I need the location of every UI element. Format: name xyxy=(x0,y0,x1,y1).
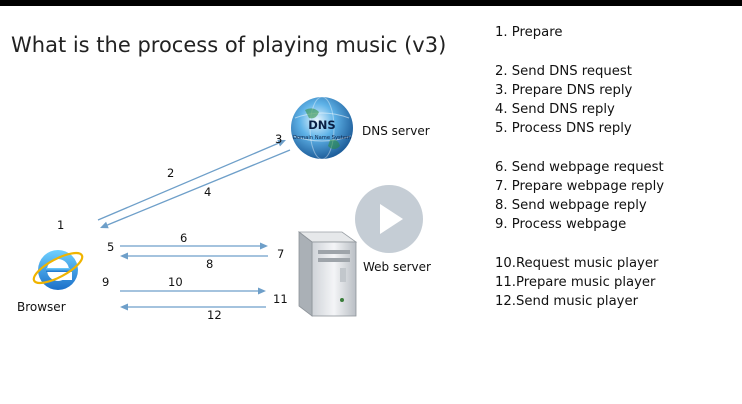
dns-server-label: DNS server xyxy=(362,124,430,138)
step-item-4: 4. Send DNS reply xyxy=(495,102,615,117)
step-item-10: 10.Request music player xyxy=(495,256,659,271)
arrow-number-5: 5 xyxy=(107,240,114,254)
arrow-12-music-player xyxy=(120,303,266,311)
arrow-number-10: 10 xyxy=(168,275,183,289)
step-item-3: 3. Prepare DNS reply xyxy=(495,83,632,98)
steps-list: 1. Prepare 2. Send DNS request 3. Prepar… xyxy=(495,25,664,309)
dns-globe-icon: DNS Domain Name System xyxy=(291,96,353,160)
arrow-number-8: 8 xyxy=(206,257,213,271)
step-item-6: 6. Send webpage request xyxy=(495,160,664,175)
step-item-12: 12.Send music player xyxy=(495,294,639,309)
arrow-10-music-request xyxy=(120,287,266,295)
dns-logo-subtext: Domain Name System xyxy=(293,135,351,141)
server-tower-icon xyxy=(297,231,358,317)
arrow-number-9: 9 xyxy=(102,275,109,289)
internet-explorer-icon xyxy=(32,250,84,290)
arrow-number-2: 2 xyxy=(167,166,174,180)
arrow-6-webpage-request xyxy=(120,242,268,250)
arrow-number-12: 12 xyxy=(207,308,222,322)
step-item-5: 5. Process DNS reply xyxy=(495,121,632,136)
play-icon xyxy=(380,204,403,234)
arrow-number-3: 3 xyxy=(275,132,282,146)
step-item-8: 8. Send webpage reply xyxy=(495,198,647,213)
arrow-number-1: 1 xyxy=(57,218,64,232)
arrow-number-4: 4 xyxy=(204,185,211,199)
arrow-2-dns-request xyxy=(97,139,286,221)
arrow-number-6: 6 xyxy=(180,231,187,245)
step-item-9: 9. Process webpage xyxy=(495,217,626,232)
slide-title: What is the process of playing music (v3… xyxy=(11,33,446,57)
arrow-number-11: 11 xyxy=(273,292,288,306)
dns-logo-text: DNS xyxy=(308,118,335,132)
arrow-8-webpage-reply xyxy=(120,252,268,260)
browser-label: Browser xyxy=(17,300,66,314)
step-item-2: 2. Send DNS request xyxy=(495,64,632,79)
play-button[interactable] xyxy=(355,185,423,253)
arrow-4-dns-reply xyxy=(100,149,291,229)
web-server-label: Web server xyxy=(363,260,431,274)
step-item-1: 1. Prepare xyxy=(495,25,562,40)
step-item-7: 7. Prepare webpage reply xyxy=(495,179,664,194)
flow-arrows xyxy=(97,139,291,311)
arrow-number-7: 7 xyxy=(277,247,284,261)
step-item-11: 11.Prepare music player xyxy=(495,275,656,290)
